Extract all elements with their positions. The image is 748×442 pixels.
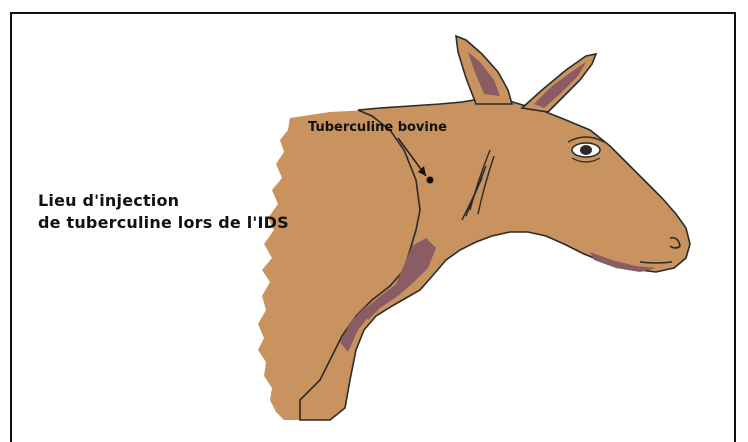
figure-caption: Lieu d'injection de tuberculine lors de … xyxy=(38,190,289,234)
injection-site-label: Tuberculine bovine xyxy=(308,120,447,135)
injection-site-dot xyxy=(427,177,434,184)
caption-line-1: Lieu d'injection xyxy=(38,190,289,212)
caption-line-2: de tuberculine lors de l'IDS xyxy=(38,212,289,234)
